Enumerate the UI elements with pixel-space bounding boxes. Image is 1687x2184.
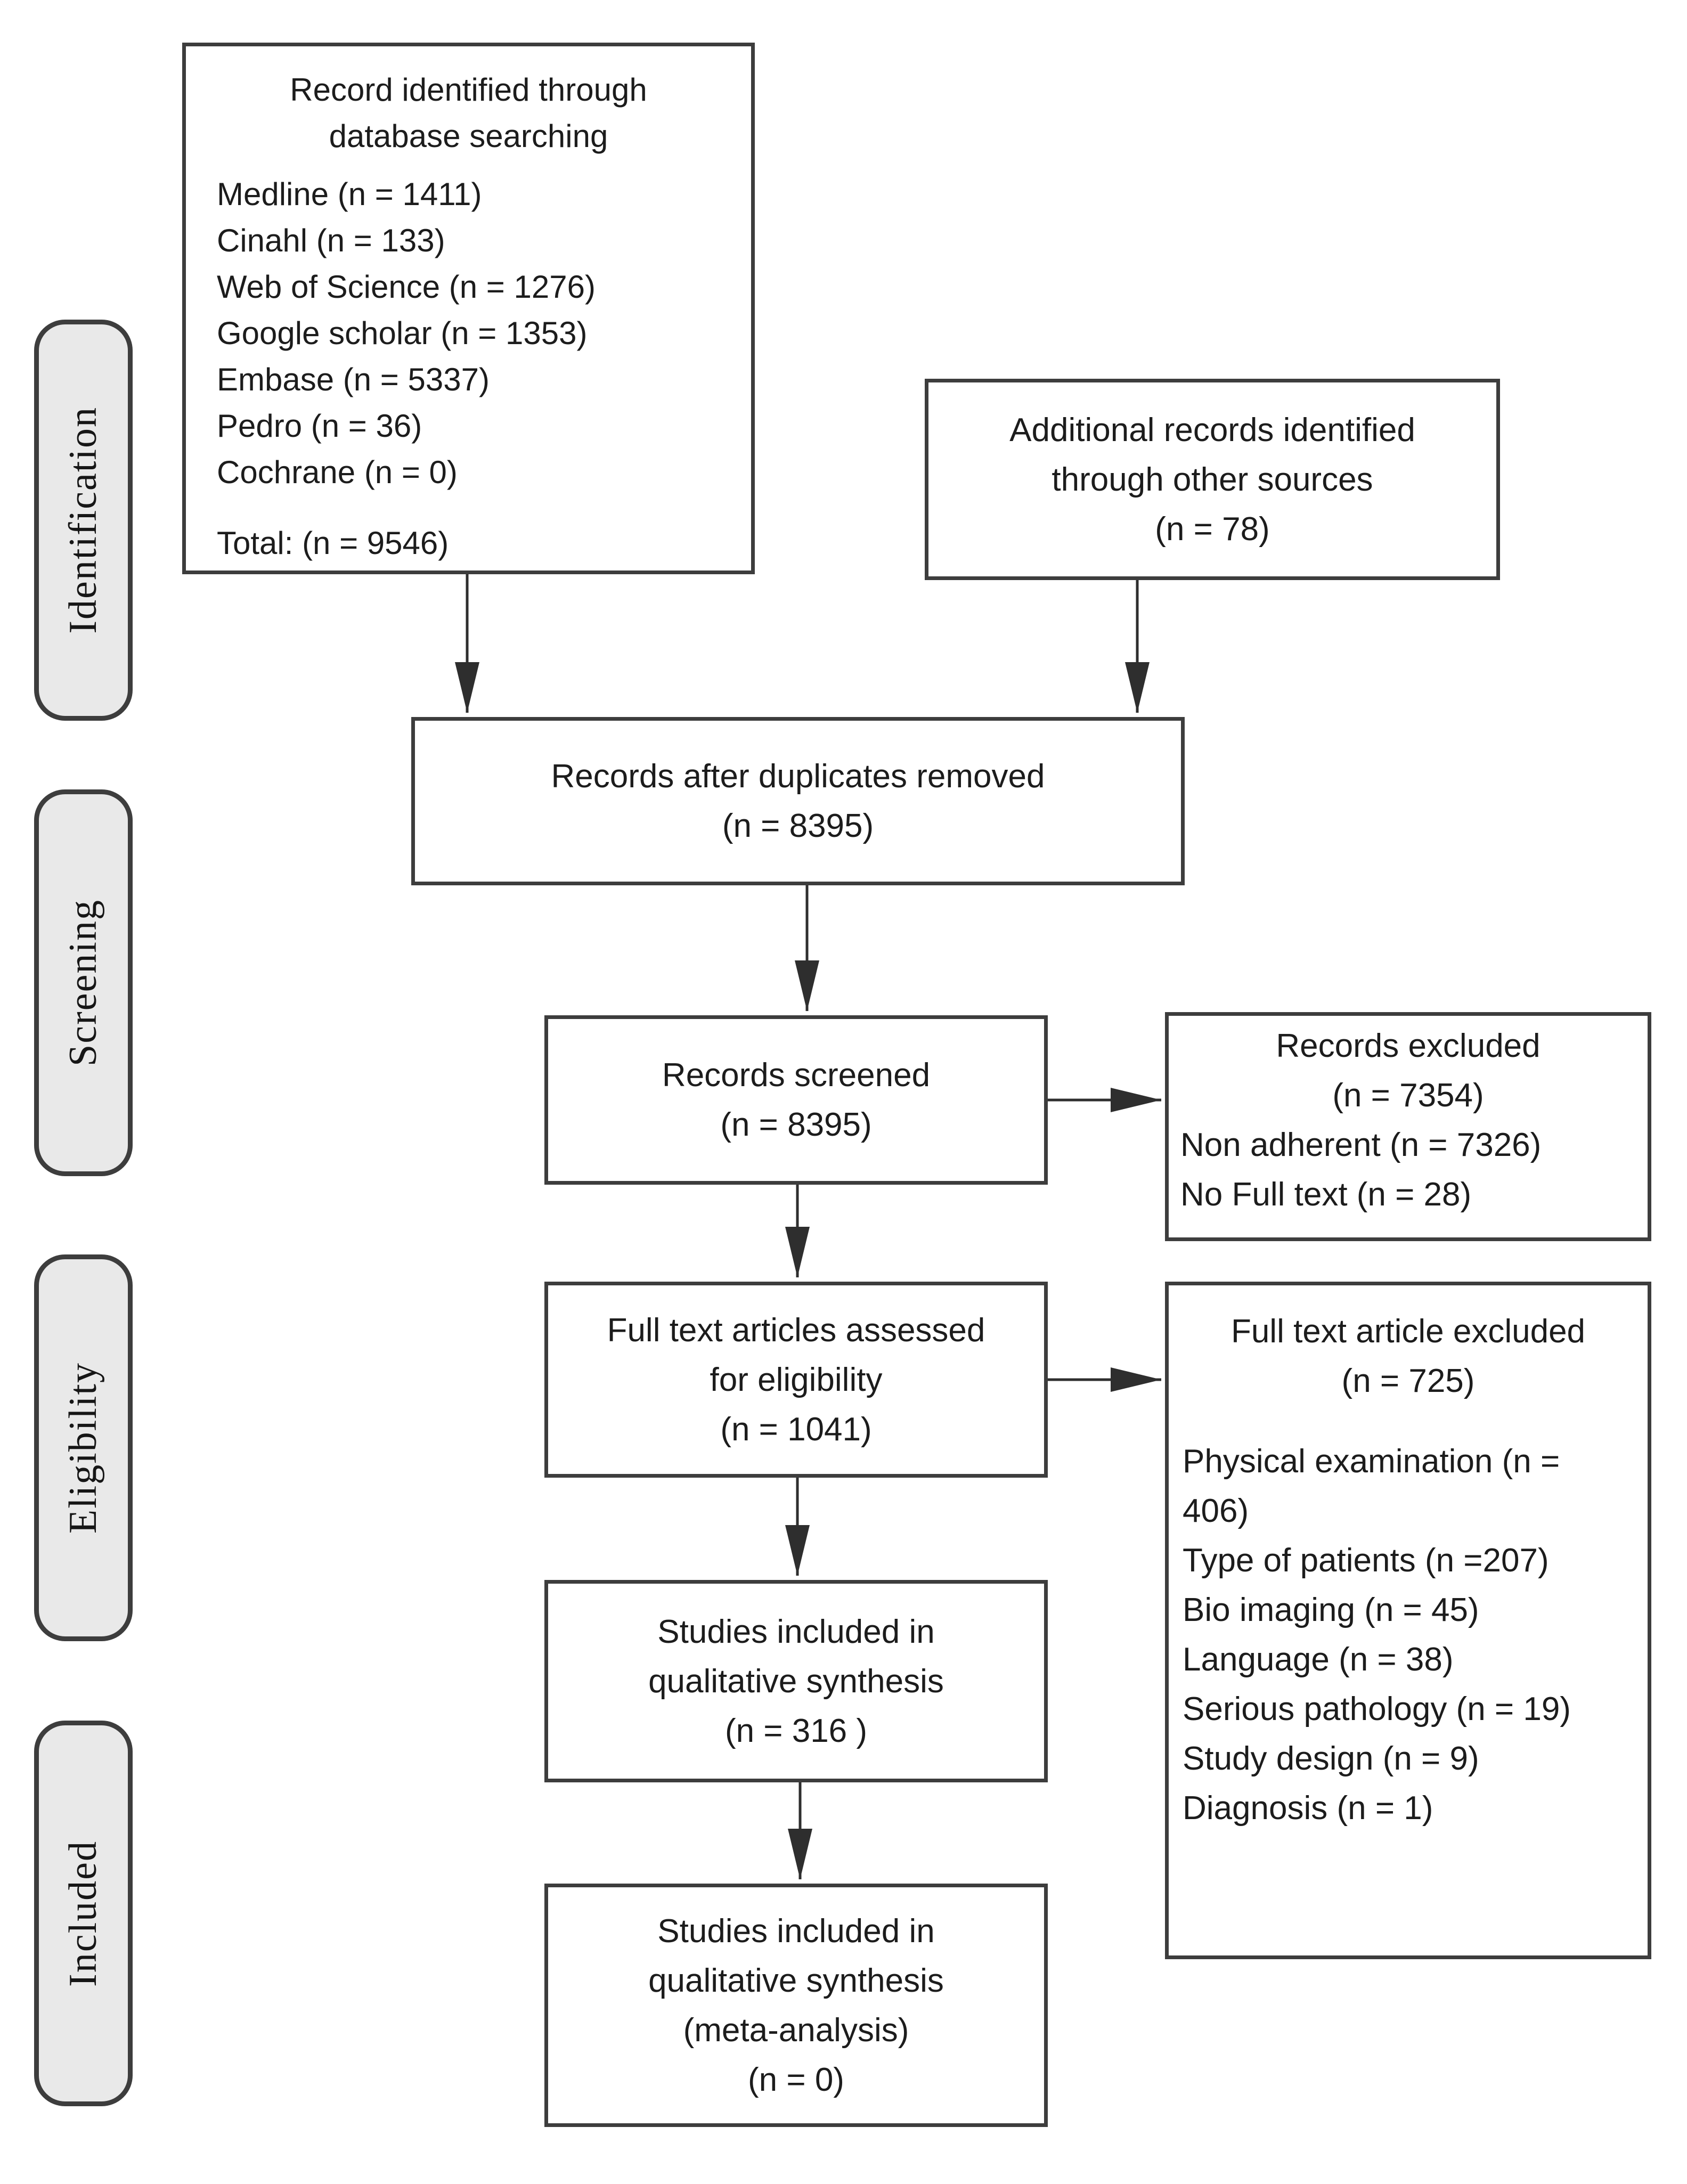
- box-database-search-list: Medline (n = 1411) Cinahl (n = 133) Web …: [202, 171, 735, 495]
- stage-label-eligibility-text: Eligibility: [61, 1362, 105, 1534]
- list-item: Non adherent (n = 7326): [1180, 1127, 1542, 1163]
- list-item: Bio imaging (n = 45): [1183, 1592, 1479, 1628]
- title-line: Records excluded: [1276, 1028, 1541, 1064]
- list-item: Cochrane (n = 0): [217, 454, 458, 490]
- list-item: Medline (n = 1411): [217, 176, 482, 212]
- list-item: Language (n = 38): [1183, 1641, 1454, 1678]
- list-item: Diagnosis (n = 1): [1183, 1790, 1433, 1827]
- list-item: Web of Science (n = 1276): [217, 269, 596, 305]
- list-item: Embase (n = 5337): [217, 362, 490, 397]
- text-line: Records after duplicates removed: [551, 758, 1045, 795]
- text-line: qualitative synthesis: [648, 1663, 944, 1700]
- box-duplicates-removed: Records after duplicates removed (n = 83…: [411, 717, 1185, 885]
- text-line: (n = 8395): [720, 1106, 872, 1143]
- list-item: Physical examination (n = 406): [1183, 1443, 1560, 1529]
- text-line: qualitative synthesis: [648, 1962, 944, 1999]
- box-database-search: Record identified through database searc…: [182, 43, 755, 574]
- text-line: Records screened: [662, 1057, 931, 1094]
- text-line: (meta-analysis): [683, 2011, 909, 2049]
- text-line: Studies included in: [657, 1613, 935, 1650]
- stage-label-included: Included: [34, 1721, 133, 2106]
- text-line: Studies included in: [657, 1912, 935, 1950]
- title-line: (n = 7354): [1332, 1077, 1484, 1114]
- stage-label-screening: Screening: [34, 789, 133, 1176]
- list-item: Google scholar (n = 1353): [217, 315, 588, 351]
- box-database-search-total: Total: (n = 9546): [217, 525, 449, 561]
- text-line: (n = 0): [748, 2061, 844, 2098]
- text-line: (n = 8395): [722, 808, 874, 844]
- box-fulltext-excluded-title: Full text article excluded (n = 725): [1183, 1307, 1634, 1406]
- list-item: Cinahl (n = 133): [217, 223, 445, 258]
- box-qualitative-synthesis: Studies included in qualitative synthesi…: [544, 1580, 1048, 1782]
- box-fulltext-excluded: Full text article excluded (n = 725) Phy…: [1165, 1282, 1651, 1959]
- box-records-excluded-title: Records excluded (n = 7354): [1180, 1021, 1636, 1120]
- title-line: Full text article excluded: [1230, 1313, 1586, 1350]
- list-item: Serious pathology (n = 19): [1183, 1691, 1571, 1727]
- box-fulltext-excluded-list: Physical examination (n = 406) Type of p…: [1183, 1437, 1634, 1833]
- list-item: Pedro (n = 36): [217, 408, 422, 444]
- box-records-screened: Records screened (n = 8395): [544, 1015, 1048, 1185]
- list-item: Type of patients (n =207): [1183, 1542, 1549, 1579]
- stage-label-identification: Identification: [34, 320, 133, 721]
- text-line: through other sources: [1052, 461, 1373, 498]
- box-records-excluded-list: Non adherent (n = 7326) No Full text (n …: [1180, 1120, 1636, 1219]
- stage-label-screening-text: Screening: [61, 899, 105, 1066]
- text-line: for eligibility: [710, 1361, 883, 1398]
- box-database-search-title: Record identified through database searc…: [202, 67, 735, 159]
- text-line: Full text articles assessed: [607, 1311, 985, 1349]
- text-line: (n = 78): [1155, 510, 1270, 548]
- text-line: (n = 316 ): [724, 1712, 868, 1749]
- text-line: Additional records identified: [1009, 411, 1415, 449]
- stage-label-included-text: Included: [61, 1840, 105, 1987]
- stage-label-identification-text: Identification: [61, 406, 105, 634]
- box-fulltext-assessed: Full text articles assessed for eligibil…: [544, 1282, 1048, 1478]
- stage-label-eligibility: Eligibility: [34, 1254, 133, 1641]
- text-line: (n = 1041): [720, 1411, 872, 1448]
- list-item: No Full text (n = 28): [1180, 1176, 1472, 1213]
- title-line: Record identified through: [290, 72, 647, 108]
- title-line: database searching: [329, 118, 608, 154]
- box-additional-records: Additional records identified through ot…: [925, 379, 1500, 580]
- box-meta-analysis: Studies included in qualitative synthesi…: [544, 1884, 1048, 2127]
- list-item: Study design (n = 9): [1183, 1740, 1479, 1777]
- box-records-excluded: Records excluded (n = 7354) Non adherent…: [1165, 1012, 1651, 1241]
- title-line: (n = 725): [1341, 1363, 1475, 1399]
